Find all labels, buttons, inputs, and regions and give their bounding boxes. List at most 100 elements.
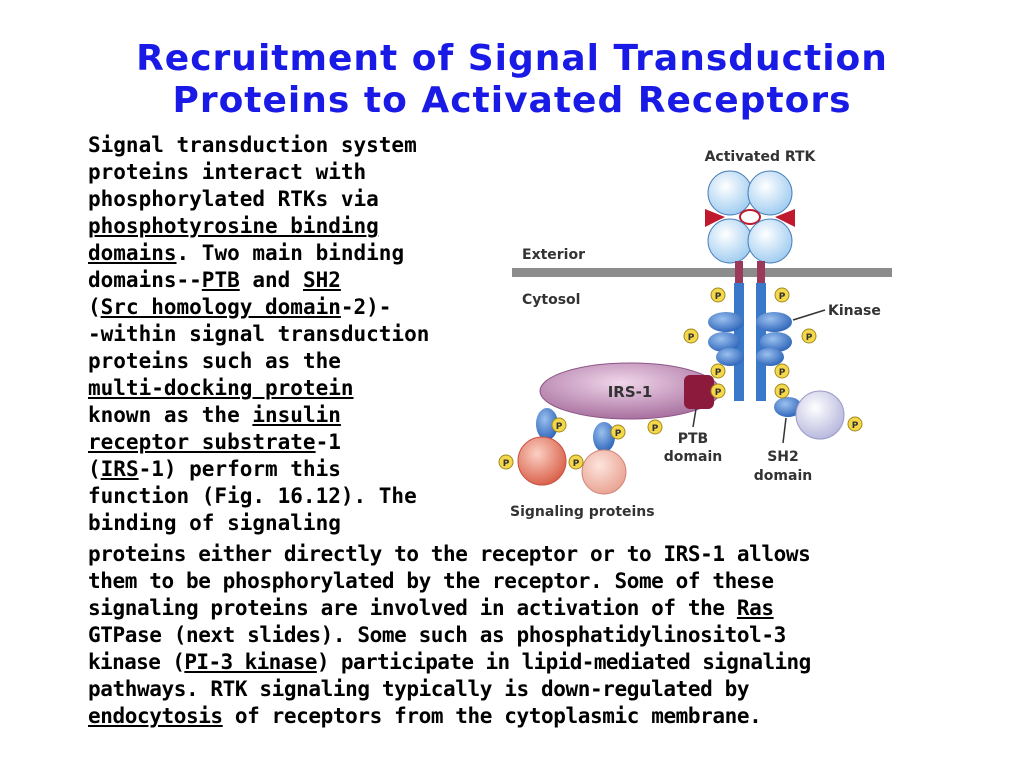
kinase-domain-left-a bbox=[708, 312, 744, 332]
text: ( bbox=[88, 295, 101, 319]
phosphate-group: P bbox=[551, 417, 567, 433]
body-line: proteins either directly to the receptor… bbox=[88, 542, 811, 566]
title-line-2: Proteins to Activated Receptors bbox=[172, 80, 852, 121]
cell-membrane bbox=[512, 268, 892, 277]
phosphate-group: P bbox=[710, 363, 726, 379]
kinase-domain-right-a bbox=[756, 312, 792, 332]
phosphate-group: P bbox=[801, 328, 817, 344]
body-line: proteins interact with bbox=[88, 160, 367, 184]
link-phosphotyrosine-binding[interactable]: phosphotyrosine binding bbox=[88, 214, 379, 238]
link-pi3-kinase[interactable]: PI-3 kinase bbox=[184, 650, 317, 674]
phosphate-group: P bbox=[710, 383, 726, 399]
phosphate-group: P bbox=[610, 424, 626, 440]
body-line: receptor substrate-1 bbox=[88, 429, 341, 455]
phosphate-group: P bbox=[498, 454, 514, 470]
sh2-label-line2: domain bbox=[754, 468, 812, 484]
text: signaling proteins are involved in activ… bbox=[88, 596, 737, 620]
phosphate-group: P bbox=[647, 419, 663, 435]
sh2-pointer bbox=[782, 417, 787, 444]
svg-text:P: P bbox=[615, 429, 622, 439]
text: -1) perform this bbox=[138, 457, 341, 481]
body-line: domains. Two main binding bbox=[88, 240, 404, 266]
link-endocytosis[interactable]: endocytosis bbox=[88, 704, 223, 728]
svg-text:P: P bbox=[503, 459, 510, 469]
svg-text:P: P bbox=[715, 292, 722, 302]
body-line: kinase (PI-3 kinase) participate in lipi… bbox=[88, 649, 811, 675]
link-ras[interactable]: Ras bbox=[736, 596, 774, 620]
ptb-label-line2: domain bbox=[664, 449, 722, 465]
ptb-pointer bbox=[692, 408, 697, 428]
body-line: domains--PTB and SH2 bbox=[88, 267, 341, 293]
signaling-protein-2 bbox=[581, 449, 627, 495]
text: . Two main binding bbox=[176, 241, 405, 265]
text: -2)- bbox=[340, 295, 392, 319]
ligand-right bbox=[775, 209, 795, 227]
body-line: function (Fig. 16.12). The bbox=[88, 484, 417, 508]
ligand-center bbox=[739, 209, 761, 225]
phosphate-group: P bbox=[774, 287, 790, 303]
rtk-signaling-figure: Activated RTK Exterior Cytosol Kinase IR… bbox=[498, 149, 892, 520]
body-line: Signal transduction system bbox=[88, 133, 417, 157]
signaling-protein-2-sh2 bbox=[593, 422, 615, 452]
link-multi-docking-protein[interactable]: multi-docking protein bbox=[88, 376, 354, 400]
kinase-domain-left-c bbox=[716, 348, 744, 366]
sh2-label-line1: SH2 bbox=[767, 449, 799, 465]
svg-text:P: P bbox=[573, 459, 580, 469]
link-irs[interactable]: IRS bbox=[100, 457, 139, 481]
text: known as the bbox=[88, 403, 253, 427]
cytosol-label: Cytosol bbox=[522, 292, 580, 308]
body-line: (IRS-1) perform this bbox=[88, 456, 341, 482]
link-ptb[interactable]: PTB bbox=[201, 268, 240, 292]
link-insulin[interactable]: insulin bbox=[252, 403, 341, 427]
body-line: multi-docking protein bbox=[88, 375, 354, 401]
text: ) participate in lipid-mediated signalin… bbox=[316, 650, 811, 674]
body-line: phosphotyrosine binding bbox=[88, 213, 379, 239]
signaling-proteins-label: Signaling proteins bbox=[510, 504, 655, 520]
ptb-label-line1: PTB bbox=[678, 431, 708, 447]
text: of receptors from the cytoplasmic membra… bbox=[222, 704, 762, 728]
body-line: phosphorylated RTKs via bbox=[88, 187, 379, 211]
kinase-domain-right-c bbox=[756, 348, 784, 366]
text: ( bbox=[88, 457, 101, 481]
sh2-signaling-protein bbox=[795, 390, 845, 440]
tm-segment-left bbox=[735, 261, 743, 283]
rtk-ext-domain-right-bottom bbox=[747, 218, 793, 264]
tm-segment-right bbox=[757, 261, 765, 283]
body-line: them to be phosphorylated by the recepto… bbox=[88, 569, 774, 593]
slide-title: Recruitment of Signal Transduction Prote… bbox=[0, 38, 1024, 122]
ligand-left bbox=[705, 209, 725, 227]
body-line: GTPase (next slides). Some such as phosp… bbox=[88, 623, 786, 647]
svg-text:P: P bbox=[779, 368, 786, 378]
link-receptor-substrate[interactable]: receptor substrate bbox=[88, 430, 316, 454]
exterior-label: Exterior bbox=[522, 247, 585, 263]
text: and bbox=[239, 268, 303, 292]
body-line: -within signal transduction bbox=[88, 322, 430, 346]
body-line: proteins such as the bbox=[88, 349, 341, 373]
signaling-protein-1 bbox=[517, 436, 567, 486]
phosphate-group: P bbox=[847, 416, 863, 432]
rtk-ext-domain-left-top bbox=[707, 170, 753, 216]
text: kinase ( bbox=[88, 650, 185, 674]
phosphate-group: P bbox=[774, 363, 790, 379]
svg-text:P: P bbox=[852, 421, 859, 431]
text: -1 bbox=[315, 430, 341, 454]
rtk-ext-domain-right-top bbox=[747, 170, 793, 216]
svg-text:P: P bbox=[715, 368, 722, 378]
link-sh2[interactable]: SH2 bbox=[302, 268, 341, 292]
body-line: (Src homology domain-2)- bbox=[88, 294, 391, 320]
phosphate-group: P bbox=[774, 383, 790, 399]
ptb-domain bbox=[684, 375, 714, 409]
body-line: endocytosis of receptors from the cytopl… bbox=[88, 703, 762, 729]
link-src-homology-domain[interactable]: Src homology domain bbox=[100, 295, 341, 319]
kinase-domain-right-b bbox=[760, 332, 792, 352]
svg-text:P: P bbox=[779, 292, 786, 302]
phosphate-group: P bbox=[683, 328, 699, 344]
phosphate-group: P bbox=[710, 287, 726, 303]
phosphate-group: P bbox=[568, 454, 584, 470]
rtk-ext-domain-left-bottom bbox=[707, 218, 753, 264]
kinase-pointer bbox=[792, 309, 826, 321]
signaling-protein-1-sh2 bbox=[536, 408, 558, 440]
kinase-label: Kinase bbox=[828, 303, 881, 319]
activated-rtk-label: Activated RTK bbox=[705, 149, 817, 165]
link-domains[interactable]: domains bbox=[88, 241, 177, 265]
